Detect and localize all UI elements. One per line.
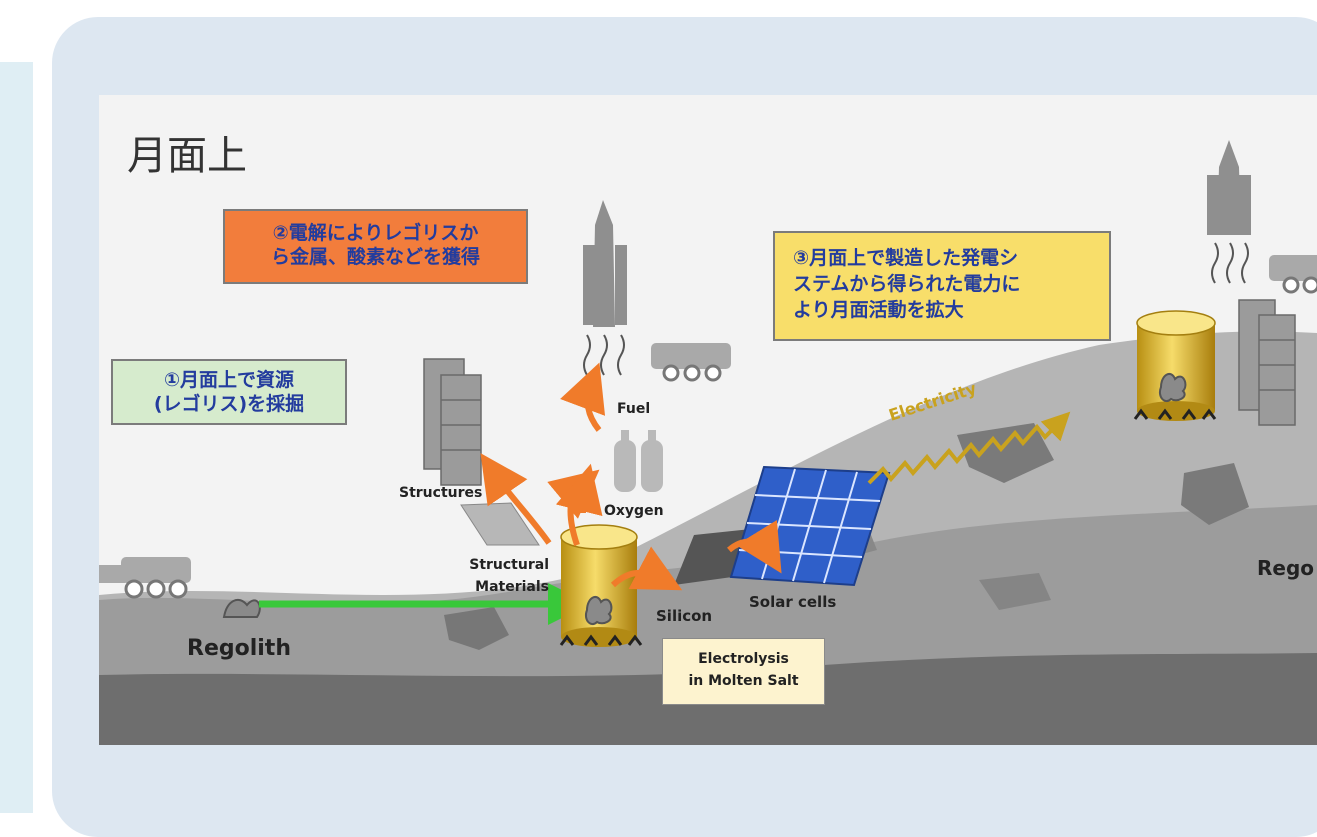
rock [1181, 463, 1249, 525]
step2-line2: ら金属、酸素などを獲得 [270, 246, 480, 268]
process-line1: Electrolysis [698, 651, 789, 667]
step1-line1: ①月面上で資源 [163, 369, 295, 391]
rock [979, 573, 1051, 610]
structures-label: Structures [399, 485, 482, 501]
step2-line1: ②電解によりレゴリスか [272, 222, 479, 244]
step3-line3: より月面活動を拡大 [793, 299, 964, 321]
regolith-label: Regolith [187, 636, 291, 661]
electrolysis-process-box: Electrolysis in Molten Salt [662, 638, 825, 705]
structural-materials-label-2: Materials [475, 579, 549, 595]
silicon-label: Silicon [656, 607, 712, 625]
rover-left [99, 557, 191, 599]
side-panel [0, 62, 33, 813]
oxygen-label: Oxygen [604, 503, 664, 519]
step3-line2: ステムから得られた電力に [793, 273, 1021, 295]
regolith-right-label: Rego [1257, 556, 1314, 580]
structural-materials-label-1: Structural [469, 557, 549, 573]
solar-cells-label: Solar cells [749, 593, 836, 611]
diagram-illustration: Regolith Rego Structures Structural Mate… [99, 140, 1317, 745]
step3-box: ③月面上で製造した発電シ ステムから得られた電力に より月面活動を拡大 [773, 231, 1111, 341]
rover-center [651, 343, 731, 382]
process-line2: in Molten Salt [688, 673, 799, 689]
diagram-title: 月面上 [127, 133, 247, 179]
oxygen-tanks [614, 430, 663, 492]
rocket-right [1207, 140, 1251, 284]
rocket-center [583, 200, 627, 376]
fuel-label: Fuel [617, 401, 650, 417]
lunar-resource-diagram: Regolith Rego Structures Structural Mate… [99, 95, 1317, 745]
step1-line2: (レゴリス)を採掘 [153, 393, 305, 415]
electrolysis-tank [559, 524, 643, 647]
rover-right [1269, 255, 1317, 294]
step2-box: ②電解によりレゴリスか ら金属、酸素などを獲得 [223, 209, 528, 284]
step1-box: ①月面上で資源 (レゴリス)を採掘 [111, 359, 347, 425]
electrolysis-tank-right [1133, 310, 1217, 421]
step3-line1: ③月面上で製造した発電シ [793, 247, 1019, 269]
regolith-pile [222, 598, 261, 618]
structures-blocks [423, 358, 482, 486]
rock [444, 607, 509, 650]
structures-blocks-right [1238, 299, 1296, 426]
